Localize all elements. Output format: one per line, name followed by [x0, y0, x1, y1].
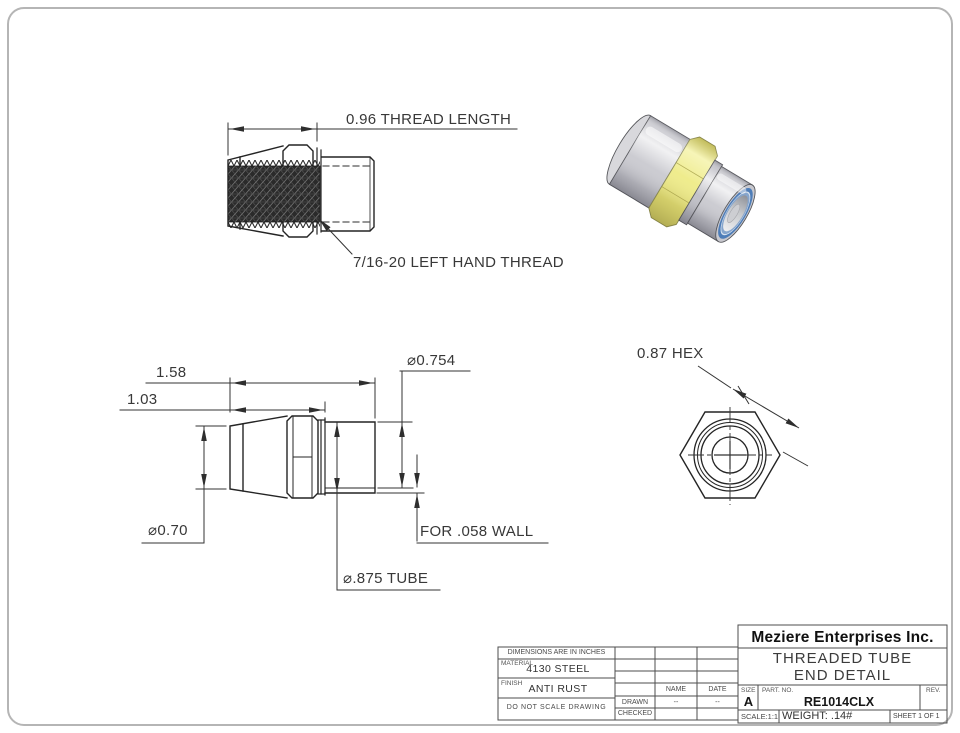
weight-value: WEIGHT: .14#	[782, 710, 853, 722]
sheet-value: SHEET 1 OF 1	[893, 713, 940, 720]
end-diameter-label: ⌀0.70	[148, 522, 188, 539]
checked-row-label: CHECKED	[617, 710, 653, 717]
drawing-title-line1: THREADED TUBE	[772, 650, 913, 667]
rev-label: REV.	[926, 687, 941, 694]
wall-note-label: FOR .058 WALL	[420, 523, 534, 540]
hex-size-label: 0.87 HEX	[637, 345, 704, 362]
company-name: Meziere Enterprises Inc.	[751, 629, 934, 646]
sheet-border	[7, 7, 953, 726]
drawing-title-line2: END DETAIL	[793, 667, 892, 684]
part-no-value: RE1014CLX	[803, 695, 875, 709]
material-value: 4130 STEEL	[526, 663, 590, 675]
size-label: SIZE	[741, 687, 756, 694]
scale-value: SCALE:1:1	[741, 712, 779, 721]
tube-note-label: ⌀.875 TUBE	[343, 570, 429, 587]
drawn-row-label: DRAWN	[621, 699, 649, 706]
render-3d	[606, 114, 756, 243]
stub-diameter-label: ⌀0.754	[407, 352, 456, 369]
units-note: DIMENSIONS ARE IN INCHES	[507, 649, 606, 656]
hex-end-view	[679, 365, 809, 505]
thread-callout-label: 7/16-20 LEFT HAND THREAD	[353, 254, 564, 271]
part-no-label: PART. NO.	[762, 687, 794, 694]
drawn-name-value: --	[673, 699, 679, 706]
drawing-title: THREADED TUBE END DETAIL	[738, 650, 947, 684]
size-value: A	[743, 694, 754, 709]
drawn-date-value: --	[715, 699, 720, 706]
thread-length-label: 0.96 THREAD LENGTH	[346, 111, 512, 128]
profile-dimension-view	[119, 370, 549, 591]
no-scale-note: DO NOT SCALE DRAWING	[506, 704, 607, 711]
date-column-header: DATE	[708, 686, 727, 693]
finish-label: FINISH	[501, 680, 523, 687]
title-block-grid	[497, 624, 948, 724]
material-label: MATERIAL	[501, 660, 534, 667]
thread-detail-view	[227, 122, 518, 255]
finish-value: ANTI RUST	[528, 683, 588, 695]
overall-length-label: 1.58	[156, 364, 187, 381]
name-column-header: NAME	[665, 686, 687, 693]
length-to-hex-label: 1.03	[127, 391, 158, 408]
